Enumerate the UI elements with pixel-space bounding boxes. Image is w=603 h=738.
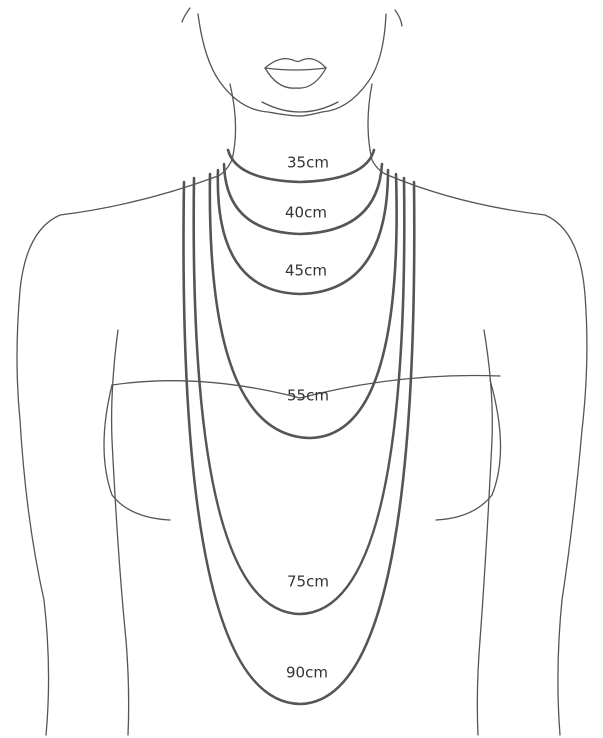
shoulder-right — [390, 176, 587, 735]
lip-line — [265, 68, 326, 70]
label-75cm: 75cm — [287, 573, 329, 591]
label-55cm: 55cm — [287, 387, 329, 405]
hair-left — [182, 8, 190, 22]
upper-lip — [265, 59, 326, 68]
neck-right — [368, 84, 390, 176]
necklace-40cm — [224, 164, 382, 234]
necklace-chains — [184, 150, 415, 704]
inner-arm-left — [112, 330, 129, 735]
shoulder-left — [17, 176, 218, 735]
label-90cm: 90cm — [286, 664, 328, 682]
face-right — [300, 14, 386, 116]
lower-lip — [265, 68, 326, 88]
chin — [262, 102, 338, 112]
label-35cm: 35cm — [287, 154, 329, 172]
face-left — [198, 14, 300, 116]
necklace-90cm — [184, 182, 415, 704]
body-outline — [17, 8, 587, 735]
bust-left — [104, 385, 170, 520]
hair-right — [395, 10, 402, 26]
label-45cm: 45cm — [285, 262, 327, 280]
label-40cm: 40cm — [285, 204, 327, 222]
inner-arm-right — [477, 330, 492, 735]
